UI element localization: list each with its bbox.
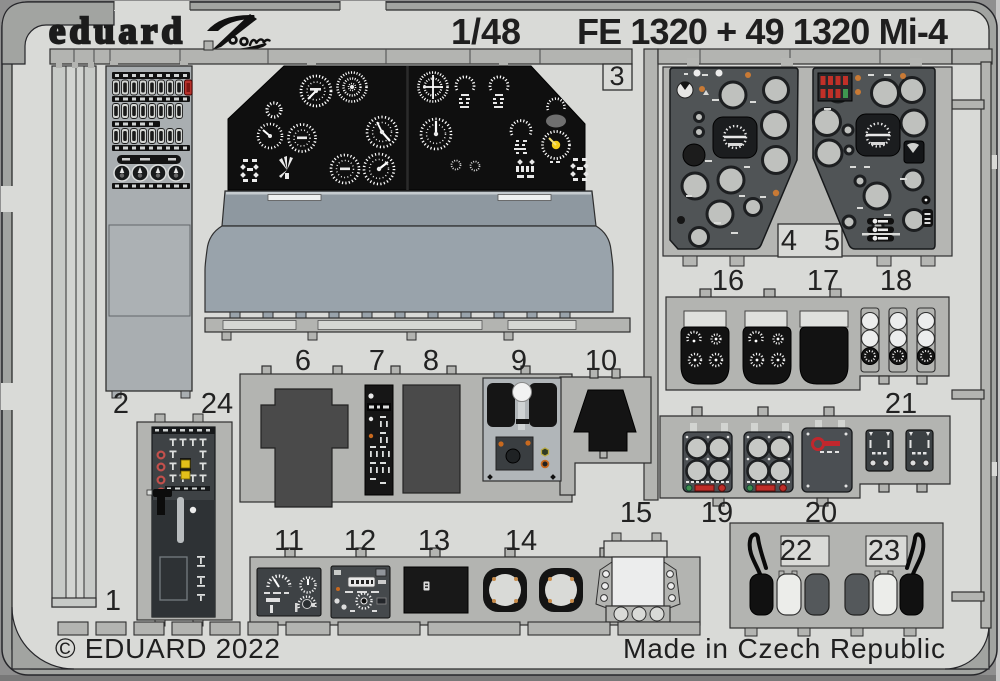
svg-text:8: 8: [423, 345, 439, 377]
svg-text:10: 10: [585, 345, 617, 377]
svg-text:18: 18: [880, 265, 912, 297]
svg-text:12: 12: [344, 525, 376, 557]
svg-text:5: 5: [824, 225, 840, 257]
svg-text:16: 16: [712, 265, 744, 297]
svg-text:7: 7: [369, 345, 385, 377]
svg-text:FE 1320 + 49 1320 Mi-4: FE 1320 + 49 1320 Mi-4: [577, 11, 948, 52]
svg-text:15: 15: [620, 497, 652, 529]
svg-text:© EDUARD 2022: © EDUARD 2022: [55, 633, 280, 664]
svg-text:6: 6: [295, 345, 311, 377]
svg-text:9: 9: [511, 345, 527, 377]
svg-text:1/48: 1/48: [451, 11, 521, 52]
svg-text:14: 14: [505, 525, 537, 557]
svg-text:20: 20: [805, 497, 837, 529]
svg-text:11: 11: [274, 525, 304, 557]
svg-text:2: 2: [113, 388, 129, 420]
svg-text:24: 24: [201, 388, 233, 420]
svg-text:Made in Czech Republic: Made in Czech Republic: [623, 633, 945, 664]
svg-text:1: 1: [105, 585, 121, 617]
svg-text:19: 19: [701, 497, 733, 529]
svg-text:13: 13: [418, 525, 450, 557]
svg-text:23: 23: [868, 535, 900, 567]
svg-text:22: 22: [780, 535, 812, 567]
svg-text:21: 21: [885, 388, 917, 420]
svg-text:17: 17: [807, 265, 839, 297]
svg-text:4: 4: [781, 225, 797, 257]
svg-text:3: 3: [609, 61, 624, 91]
